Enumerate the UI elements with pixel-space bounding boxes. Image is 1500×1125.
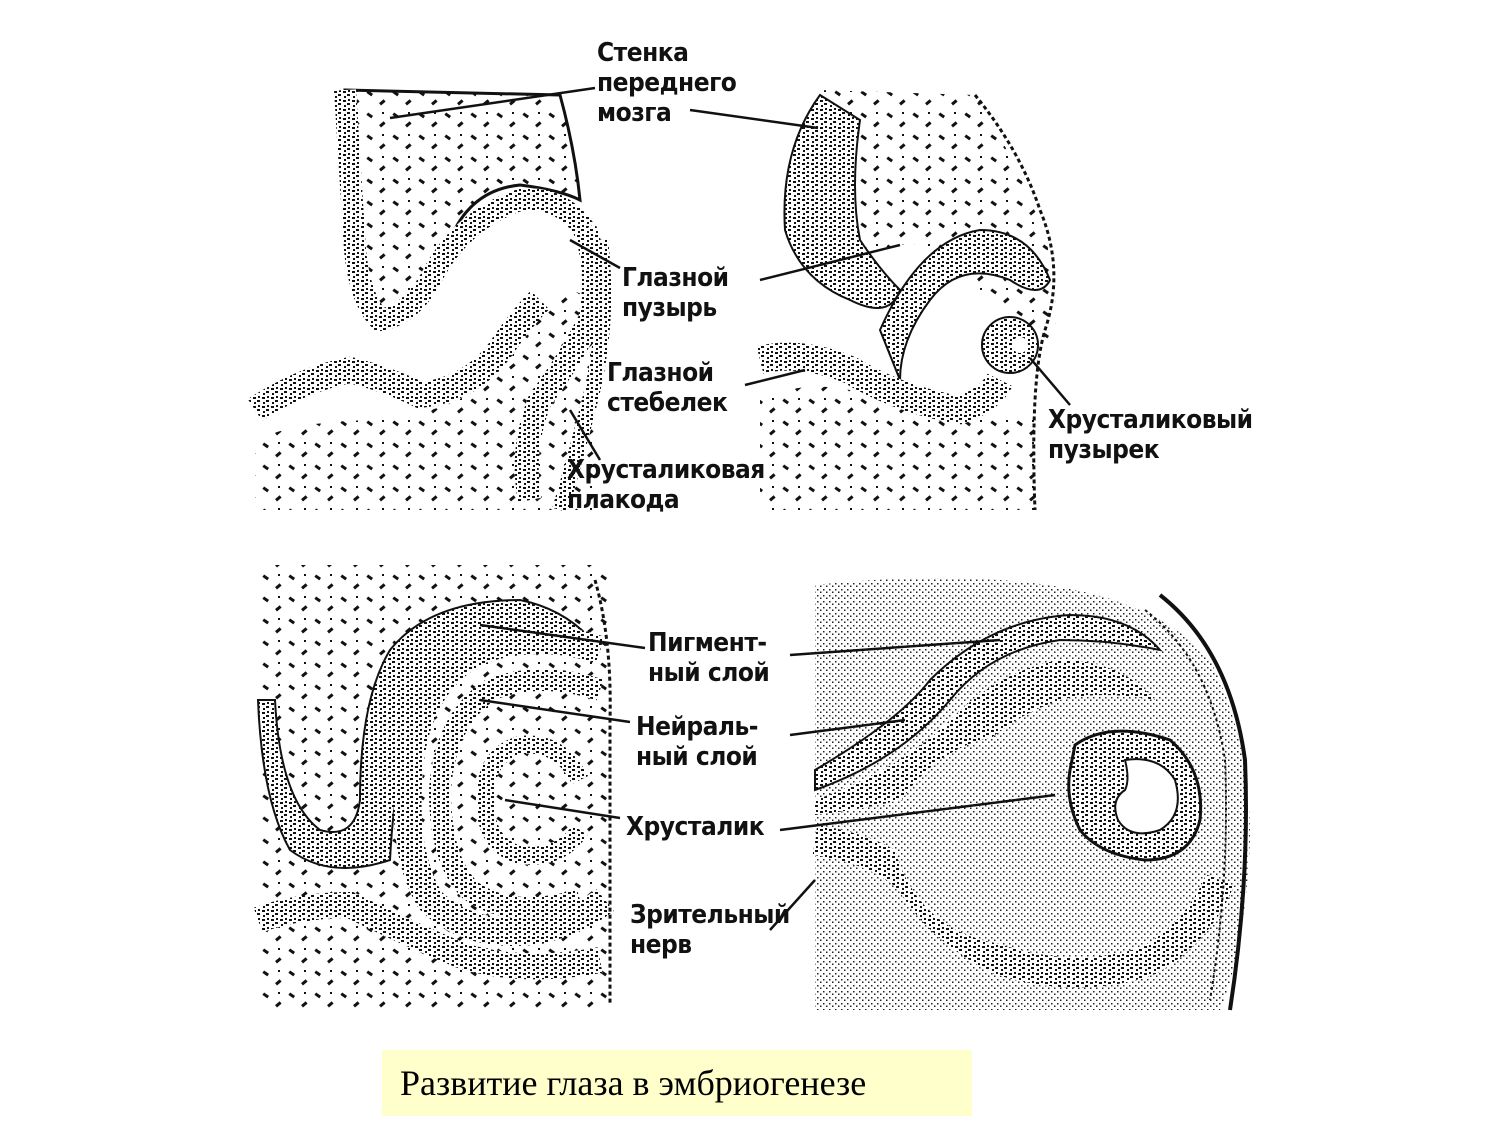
panel-eye-rudiment [812,578,1250,1011]
label-optic-stalk: Глазной стебелек [607,358,728,418]
label-pigment-layer-line-2: ный слой [648,658,770,688]
leader-neural-left [479,698,631,724]
label-optic-vesicle-line-1: Глазной [622,263,729,293]
label-lens-vesicle-line-2: пузырек [1048,435,1160,465]
leader-lens-vesicle [1029,357,1071,406]
leader-optic-stalk [744,368,806,387]
leader-lens-right [779,793,1056,832]
lens-cavity [1114,758,1179,835]
label-forebrain-wall-line-3: мозга [597,98,672,128]
leader-lens-left [504,798,621,820]
outer-wall-eye [1158,593,1248,1011]
optic-nerve-stalk [812,825,1234,988]
label-lens-vesicle-line-1: Хрусталиковый [1048,405,1253,435]
label-lens-line-1: Хрусталик [626,812,765,842]
leader-neural-right [789,718,906,737]
label-lens-placode-line-1: Хрусталиковая [567,455,765,485]
leader-forebrain-right [689,108,819,130]
label-optic-vesicle: Глазной пузырь [622,263,729,323]
neural-layer-eye [815,660,1155,815]
leader-pigment-left [479,623,646,650]
label-forebrain-wall-line-2: переднего [597,68,737,98]
outer-ectoderm-right [973,94,1056,511]
label-optic-nerve-line-1: Зрительный [630,900,790,930]
leader-forebrain-left [389,86,596,120]
leader-pigment-right [789,638,1001,657]
caption-box: Развитие глаза в эмбриогенезе [382,1050,972,1116]
label-lens: Хрусталик [626,812,765,842]
lens-placode-left [552,239,612,513]
panel-optic-cup [253,565,614,1010]
figure-caption: Развитие глаза в эмбриогенезе [400,1063,867,1103]
label-pigment-layer-line-1: Пигмент- [648,628,767,658]
label-optic-nerve: Зрительный нерв [630,900,790,960]
lens-vesicle [981,316,1039,374]
label-optic-vesicle-line-2: пузырь [622,293,717,323]
leader-lines [389,86,1071,931]
label-neural-layer: Нейраль- ный слой [636,712,759,772]
neural-layer-cup [428,669,604,919]
label-pigment-layer: Пигмент- ный слой [648,628,770,688]
lens-ring [475,735,589,865]
forebrain-wall-left-edge [334,89,594,332]
outer-wall-bottom-left [593,579,612,1005]
label-neural-layer-line-2: ный слой [636,742,758,772]
surface-ectoderm-right [756,342,1013,425]
leader-optic-vesicle-left [569,238,621,270]
panel-optic-vesicle [247,88,612,513]
leader-lens-placode [568,409,602,461]
leader-optic-nerve [769,879,816,931]
leader-optic-vesicle-right [759,243,901,282]
outer-wall-eye-inner [1144,609,1227,1001]
pigment-layer-cup [393,626,614,946]
ectoderm-bottom-left [253,891,603,980]
lens-vesicle-lumen [1012,337,1028,353]
label-lens-placode: Хрусталиковая плакода [567,455,765,515]
surface-ectoderm-left [247,290,550,421]
optic-vesicle-wall [514,225,606,503]
label-forebrain-wall: Стенка переднего мозга [597,38,737,128]
label-optic-nerve-line-2: нерв [630,930,692,960]
forebrain-wall-right-dense [783,93,902,309]
pigment-layer-eye [814,613,1163,792]
label-lens-placode-line-2: плакода [567,485,680,515]
label-optic-stalk-line-2: стебелек [607,388,728,418]
optic-cup-early [878,228,1052,381]
mesenchyme-top-left [255,290,600,510]
panel-lens-vesicle [756,90,1056,511]
mesenchyme-top-right [760,386,1040,510]
label-neural-layer-line-1: Нейраль- [636,712,759,742]
label-forebrain-wall-line-1: Стенка [597,38,689,68]
label-optic-stalk-line-1: Глазной [607,358,714,388]
label-lens-vesicle: Хрусталиковый пузырек [1048,405,1253,465]
